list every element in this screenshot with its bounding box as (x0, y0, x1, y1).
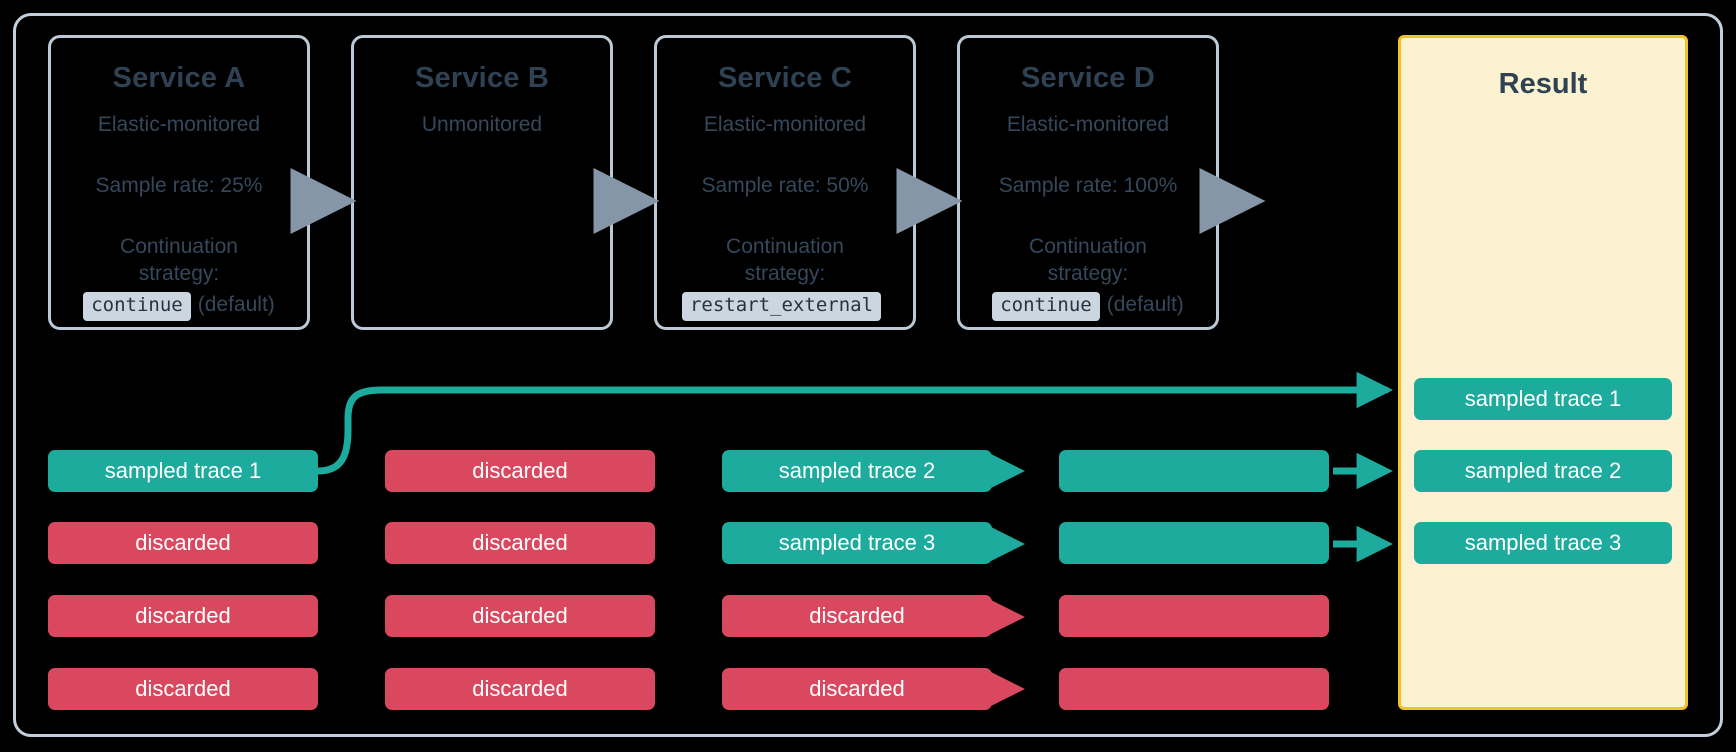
trace-pill: discarded (48, 522, 318, 564)
service-sample-rate: Sample rate: 25% (95, 173, 263, 197)
result-trace-pill: sampled trace 2 (1414, 450, 1672, 492)
strategy-code-badge: continue (83, 292, 191, 322)
result-trace-pill: sampled trace 1 (1414, 378, 1672, 420)
service-continuation-strategy-label: Continuation strategy: (726, 233, 844, 288)
trace-pill: discarded (385, 450, 655, 492)
strategy-default-note: (default) (1106, 293, 1184, 317)
service-card-a: Service A Elastic-monitored Sample rate:… (48, 35, 310, 330)
strategy-code-badge: restart_external (681, 292, 882, 322)
result-panel-title: Result (1498, 68, 1588, 100)
strategy-default-note: (default) (197, 293, 275, 317)
trace-pill: discarded (722, 668, 992, 710)
trace-pill (1059, 668, 1329, 710)
trace-pill (1059, 450, 1329, 492)
service-card-c: Service C Elastic-monitored Sample rate:… (654, 35, 916, 330)
strategy-label-line2: strategy: (138, 262, 220, 286)
trace-pill: discarded (385, 522, 655, 564)
service-strategy-value-row: continue (default) (992, 292, 1184, 322)
service-continuation-strategy-label: Continuation strategy: (120, 233, 238, 288)
service-strategy-value-row: restart_external (681, 292, 888, 322)
trace-pill: sampled trace 2 (722, 450, 992, 492)
service-title: Service D (1021, 62, 1155, 94)
trace-pill: discarded (385, 595, 655, 637)
service-monitoring-status: Elastic-monitored (1006, 113, 1170, 137)
strategy-code-badge: continue (992, 292, 1100, 322)
service-monitoring-status: Unmonitored (421, 113, 543, 137)
service-monitoring-status: Elastic-monitored (97, 113, 261, 137)
trace-pill: discarded (48, 595, 318, 637)
trace-pill: sampled trace 1 (48, 450, 318, 492)
diagram-outer-frame (13, 13, 1723, 737)
trace-pill: discarded (722, 595, 992, 637)
strategy-label-line2: strategy: (744, 262, 826, 286)
strategy-label-line1: Continuation (120, 234, 238, 258)
service-sample-rate: Sample rate: 50% (701, 173, 869, 197)
result-panel: Result (1398, 35, 1688, 710)
trace-pill: discarded (385, 668, 655, 710)
trace-pill: discarded (48, 668, 318, 710)
service-title: Service C (718, 62, 852, 94)
trace-pill (1059, 522, 1329, 564)
service-title: Service A (112, 62, 246, 94)
strategy-label-line1: Continuation (1029, 234, 1147, 258)
service-strategy-value-row: continue (default) (83, 292, 275, 322)
service-continuation-strategy-label: Continuation strategy: (1029, 233, 1147, 288)
service-card-d: Service D Elastic-monitored Sample rate:… (957, 35, 1219, 330)
result-trace-pill: sampled trace 3 (1414, 522, 1672, 564)
service-title: Service B (415, 62, 549, 94)
strategy-label-line1: Continuation (726, 234, 844, 258)
trace-pill: sampled trace 3 (722, 522, 992, 564)
service-monitoring-status: Elastic-monitored (703, 113, 867, 137)
strategy-label-line2: strategy: (1047, 262, 1129, 286)
service-card-b: Service B Unmonitored (351, 35, 613, 330)
service-sample-rate: Sample rate: 100% (998, 173, 1178, 197)
trace-pill (1059, 595, 1329, 637)
